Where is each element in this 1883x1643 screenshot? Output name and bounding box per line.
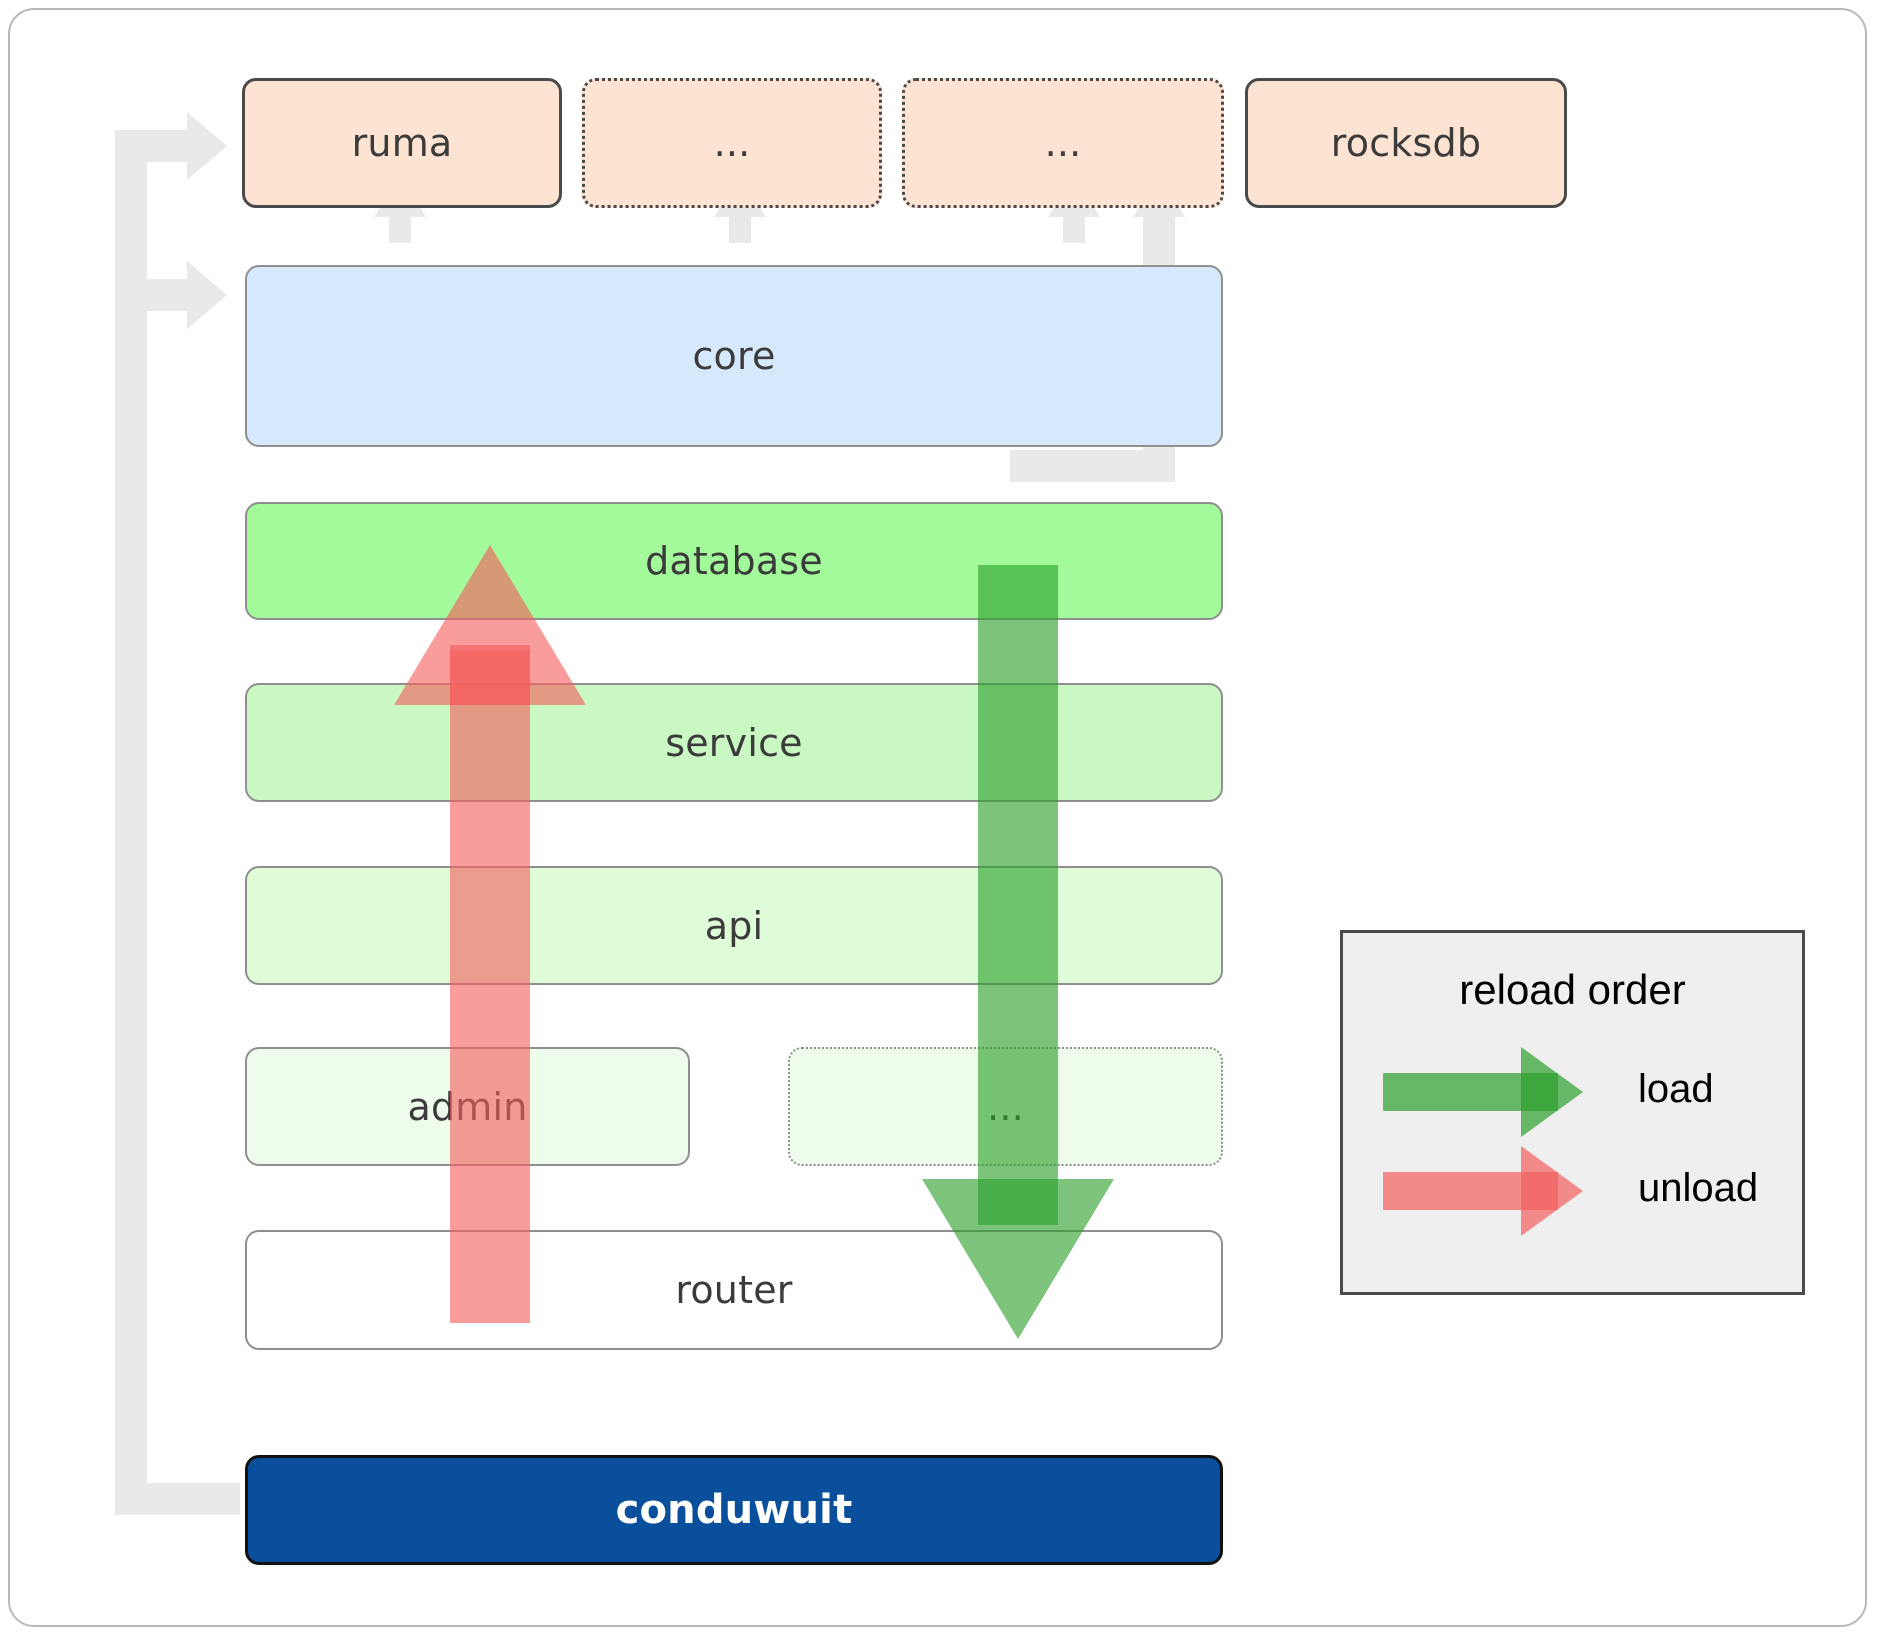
- connector-arrowhead-ruma: [187, 112, 227, 180]
- layer-label-router: router: [675, 1268, 793, 1312]
- layer-box-api[interactable]: api: [245, 866, 1223, 985]
- connector-core-dots1-shaft: [729, 215, 751, 243]
- layer-box-service[interactable]: service: [245, 683, 1223, 802]
- legend-title: reload order: [1459, 966, 1686, 1013]
- layer-label-service: service: [665, 720, 803, 765]
- dependency-label-ellipsis-1: ...: [713, 121, 751, 165]
- connector-root-horizontal: [115, 1483, 240, 1515]
- root-box-conduwuit[interactable]: conduwuit: [245, 1455, 1223, 1565]
- dependency-label-rocksdb: rocksdb: [1330, 121, 1482, 165]
- layer-label-api: api: [704, 903, 764, 948]
- load-arrow-head: [922, 1179, 1114, 1339]
- diagram-frame: [8, 8, 1867, 1627]
- connector-arrowhead-core: [187, 261, 227, 329]
- connector-core-ruma-shaft: [389, 215, 411, 243]
- dependency-box-ruma[interactable]: ruma: [242, 78, 562, 208]
- connector-branch-core: [115, 279, 187, 311]
- layer-box-core[interactable]: core: [245, 265, 1223, 447]
- connector-trunk-vertical: [115, 130, 147, 1515]
- legend-label-unload: unload: [1638, 1166, 1759, 1210]
- root-label-conduwuit: conduwuit: [615, 1487, 853, 1533]
- legend-unload-arrow-head: [1521, 1146, 1583, 1236]
- dependency-label-ellipsis-2: ...: [1044, 121, 1082, 165]
- legend-label-load: load: [1638, 1067, 1714, 1111]
- dependency-box-ellipsis-2[interactable]: ...: [902, 78, 1224, 208]
- unload-arrow-neck: [450, 645, 530, 705]
- load-arrow-shaft: [978, 565, 1058, 1225]
- layer-label-database: database: [645, 539, 823, 583]
- layer-box-database[interactable]: database: [245, 502, 1223, 620]
- connector-branch-ruma: [115, 130, 187, 162]
- dependency-box-rocksdb[interactable]: rocksdb: [1245, 78, 1567, 208]
- unload-arrow-shaft: [450, 650, 530, 1323]
- dependency-box-ellipsis-1[interactable]: ...: [582, 78, 882, 208]
- dependency-label-ruma: ruma: [351, 121, 453, 165]
- legend-load-arrow-head: [1521, 1047, 1583, 1137]
- legend-panel: reload order load unload: [1340, 930, 1805, 1295]
- connector-core-dots2-shaft: [1063, 215, 1085, 243]
- layer-label-core: core: [692, 334, 776, 378]
